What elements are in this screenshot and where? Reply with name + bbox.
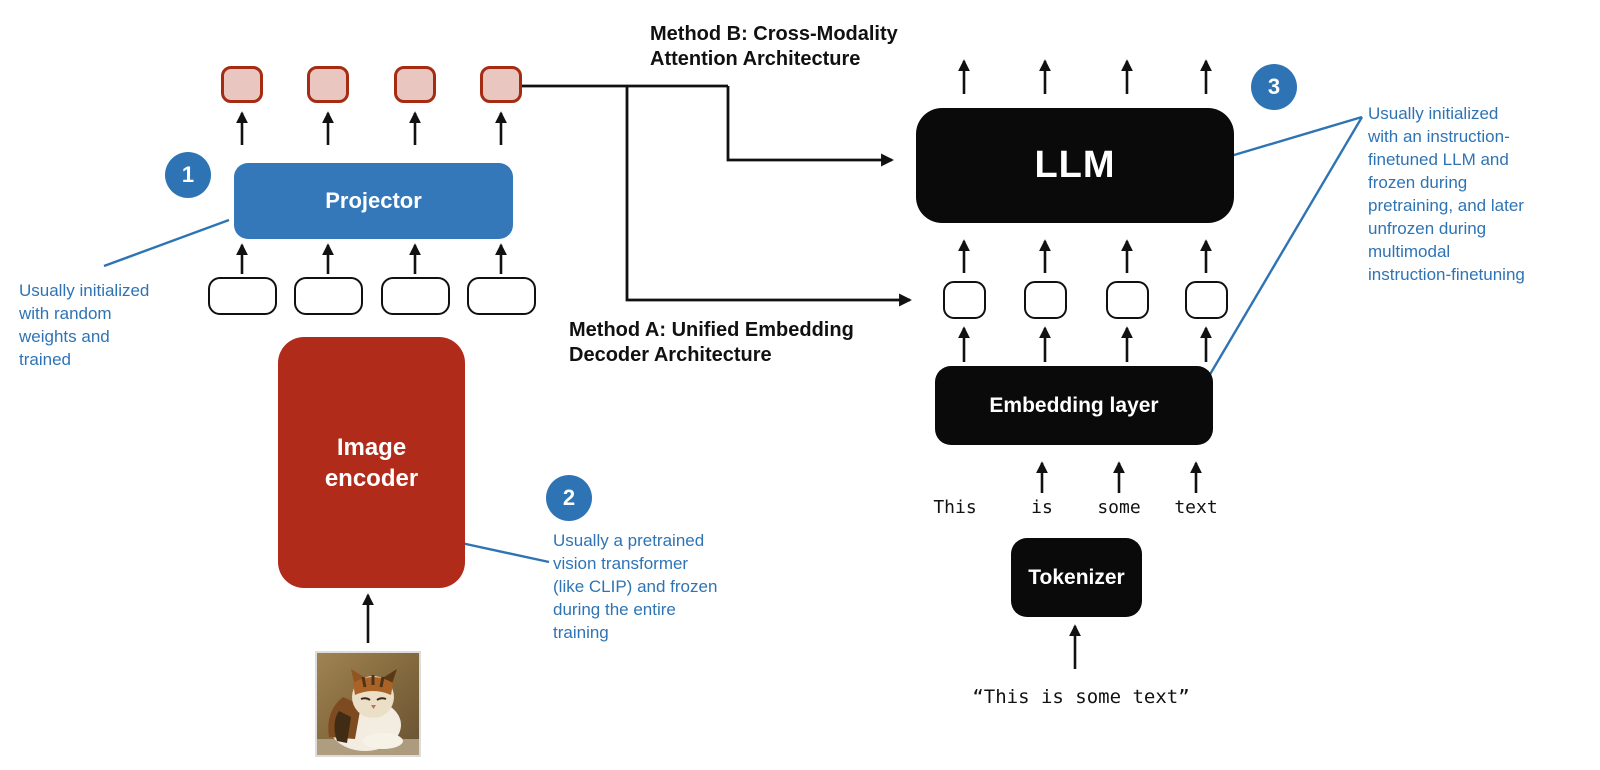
text-token	[1024, 281, 1067, 319]
text-token	[1185, 281, 1228, 319]
image-encoder-box: Image encoder	[278, 337, 465, 588]
annotation-3-line: instruction-finetuning	[1368, 265, 1525, 284]
text-token	[943, 281, 986, 319]
tokenizer-box: Tokenizer	[1011, 538, 1142, 617]
annotation-1-callout-line	[103, 218, 230, 268]
annotation-1-line: with random	[19, 304, 112, 323]
annotation-2-line: vision transformer	[553, 554, 689, 573]
llm-label: LLM	[1034, 144, 1116, 186]
patch-token	[208, 277, 277, 315]
cat-illustration	[317, 653, 419, 755]
annotation-2-callout-line	[451, 539, 550, 564]
image-token	[394, 66, 436, 103]
word-this: This	[933, 497, 977, 518]
method-a-line2: Decoder Architecture	[569, 344, 772, 366]
annotation-3: Usually initialized with an instruction-…	[1368, 102, 1525, 286]
badge-2: 2	[546, 475, 592, 521]
annotation-3-line: multimodal	[1368, 242, 1451, 261]
cat-image	[315, 651, 421, 757]
badge-3: 3	[1251, 64, 1297, 110]
annotation-1: Usually initialized with random weights …	[19, 279, 149, 371]
patch-token	[294, 277, 363, 315]
embedding-layer-box: Embedding layer	[935, 366, 1213, 445]
projector-label: Projector	[325, 188, 422, 213]
annotation-2-line: during the entire	[553, 600, 676, 619]
annotation-1-line: weights and	[19, 327, 110, 346]
badge-2-number: 2	[562, 485, 576, 510]
word-is: is	[1031, 497, 1053, 518]
image-encoder-label-line1: Image	[336, 433, 407, 461]
text-token	[1106, 281, 1149, 319]
input-text: “This is some text”	[972, 686, 1190, 708]
annotation-3-line: finetuned LLM and	[1368, 150, 1509, 169]
annotation-3-line: Usually initialized	[1368, 104, 1499, 123]
patch-token	[467, 277, 536, 315]
embedding-layer-label: Embedding layer	[989, 393, 1159, 417]
image-token	[480, 66, 522, 103]
annotation-3-callout-line-llm	[1223, 115, 1363, 160]
method-b-line1: Method B: Cross-Modality	[650, 23, 898, 45]
annotation-3-line: with an instruction-	[1368, 127, 1510, 146]
word-some: some	[1097, 497, 1141, 518]
annotation-3-line: unfrozen during	[1368, 219, 1487, 238]
method-a-connector-arrow	[625, 86, 912, 307]
annotation-3-line: frozen during	[1368, 173, 1468, 192]
method-b-line2: Attention Architecture	[650, 48, 861, 70]
annotation-2-line: training	[553, 623, 609, 642]
annotation-3-line: pretraining, and later	[1368, 196, 1524, 215]
annotation-2-line: (like CLIP) and frozen	[553, 577, 718, 596]
annotation-1-line: Usually initialized	[19, 281, 150, 300]
word-text: text	[1174, 497, 1218, 518]
badge-1-number: 1	[181, 162, 195, 187]
annotation-2: Usually a pretrained vision transformer …	[553, 529, 717, 644]
projector-box: Projector	[234, 163, 513, 239]
method-a-line1: Method A: Unified Embedding	[569, 319, 854, 341]
patch-token	[381, 277, 450, 315]
llm-box: LLM	[916, 108, 1234, 223]
method-a-label: Method A: Unified Embedding Decoder Arch…	[569, 318, 854, 368]
badge-1: 1	[165, 152, 211, 198]
method-b-label: Method B: Cross-Modality Attention Archi…	[650, 22, 898, 72]
image-token	[221, 66, 263, 103]
image-encoder-label-line2: encoder	[324, 464, 419, 492]
method-b-connector-arrow	[726, 86, 894, 167]
annotation-2-line: Usually a pretrained	[553, 531, 705, 550]
image-token	[307, 66, 349, 103]
badge-3-number: 3	[1267, 74, 1281, 99]
tokenizer-label: Tokenizer	[1028, 565, 1125, 589]
annotation-1-line: trained	[19, 350, 71, 369]
